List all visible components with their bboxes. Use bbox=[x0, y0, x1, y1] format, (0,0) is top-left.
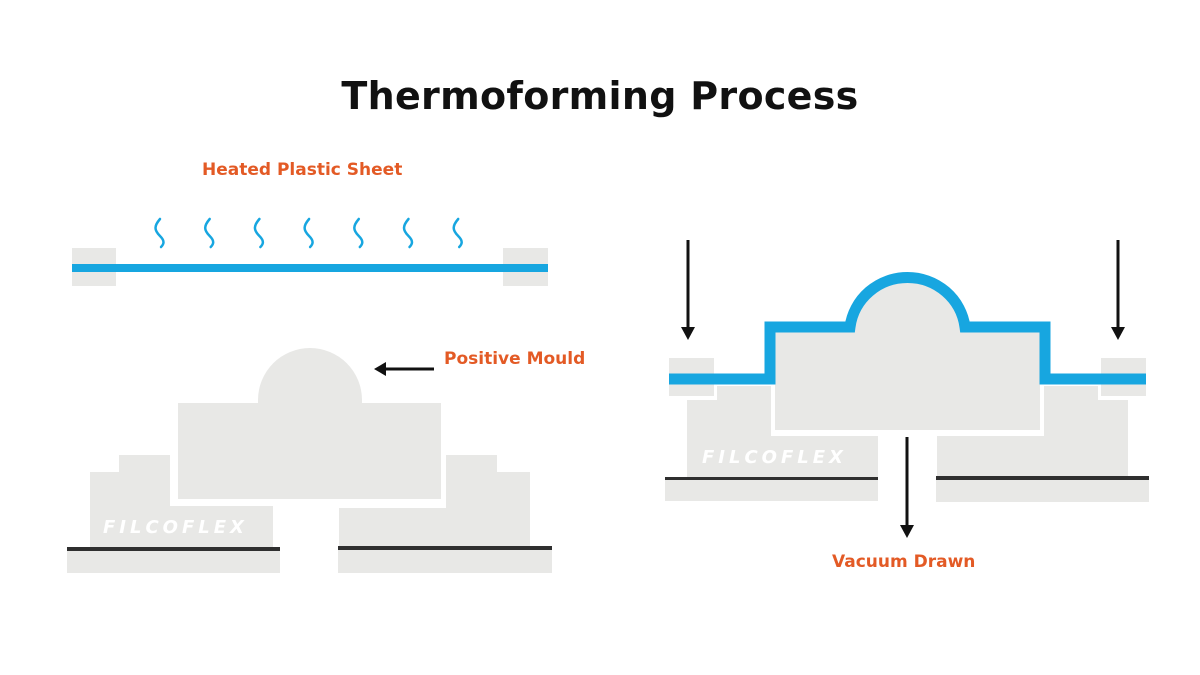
heat-wave-icon bbox=[402, 217, 414, 249]
positive-mould-assembly-left: FILCOFLEX bbox=[67, 348, 552, 573]
mould-dome bbox=[258, 348, 362, 403]
clamp-force-arrow-right-icon bbox=[1111, 240, 1125, 340]
left-base-plate bbox=[67, 549, 280, 573]
left-base-line bbox=[665, 477, 878, 480]
right-base-plate bbox=[338, 549, 552, 573]
brand-logo: FILCOFLEX bbox=[702, 447, 847, 468]
heat-wave-icon bbox=[452, 217, 463, 249]
left-base-block bbox=[90, 455, 273, 549]
positive-mould-assembly-right: FILCOFLEX bbox=[665, 279, 1149, 502]
right-base-line bbox=[936, 476, 1149, 480]
mould-body bbox=[775, 332, 1040, 430]
heat-wave-icon bbox=[353, 217, 364, 249]
right-base-line bbox=[338, 546, 552, 550]
heat-wave-icon bbox=[253, 217, 265, 249]
left-base-line bbox=[67, 547, 280, 551]
right-base-block bbox=[339, 455, 530, 549]
clamp-force-arrow-left-icon bbox=[681, 240, 695, 340]
vacuum-drawn-label: Vacuum Drawn bbox=[832, 552, 976, 572]
positive-mould-arrow-icon bbox=[374, 362, 434, 376]
left-base-block bbox=[687, 386, 878, 478]
plastic-sheet bbox=[72, 264, 548, 272]
mould-dome bbox=[855, 279, 960, 332]
heated-sheet-assembly bbox=[72, 248, 548, 286]
right-base-block bbox=[937, 386, 1128, 476]
formed-plastic-sheet bbox=[669, 272, 1146, 385]
heat-waves bbox=[154, 217, 463, 249]
brand-logo: FILCOFLEX bbox=[103, 517, 248, 538]
left-base-plate bbox=[665, 479, 878, 501]
positive-mould-label: Positive Mould bbox=[444, 349, 586, 369]
heated-plastic-sheet-label: Heated Plastic Sheet bbox=[202, 160, 403, 180]
heat-wave-icon bbox=[303, 217, 314, 249]
vacuum-arrow-icon bbox=[900, 437, 914, 538]
mould-body bbox=[178, 403, 441, 499]
diagram-title: Thermoforming Process bbox=[341, 74, 859, 118]
right-base-plate bbox=[936, 478, 1149, 502]
heat-wave-icon bbox=[203, 217, 215, 249]
heat-wave-icon bbox=[154, 217, 165, 249]
